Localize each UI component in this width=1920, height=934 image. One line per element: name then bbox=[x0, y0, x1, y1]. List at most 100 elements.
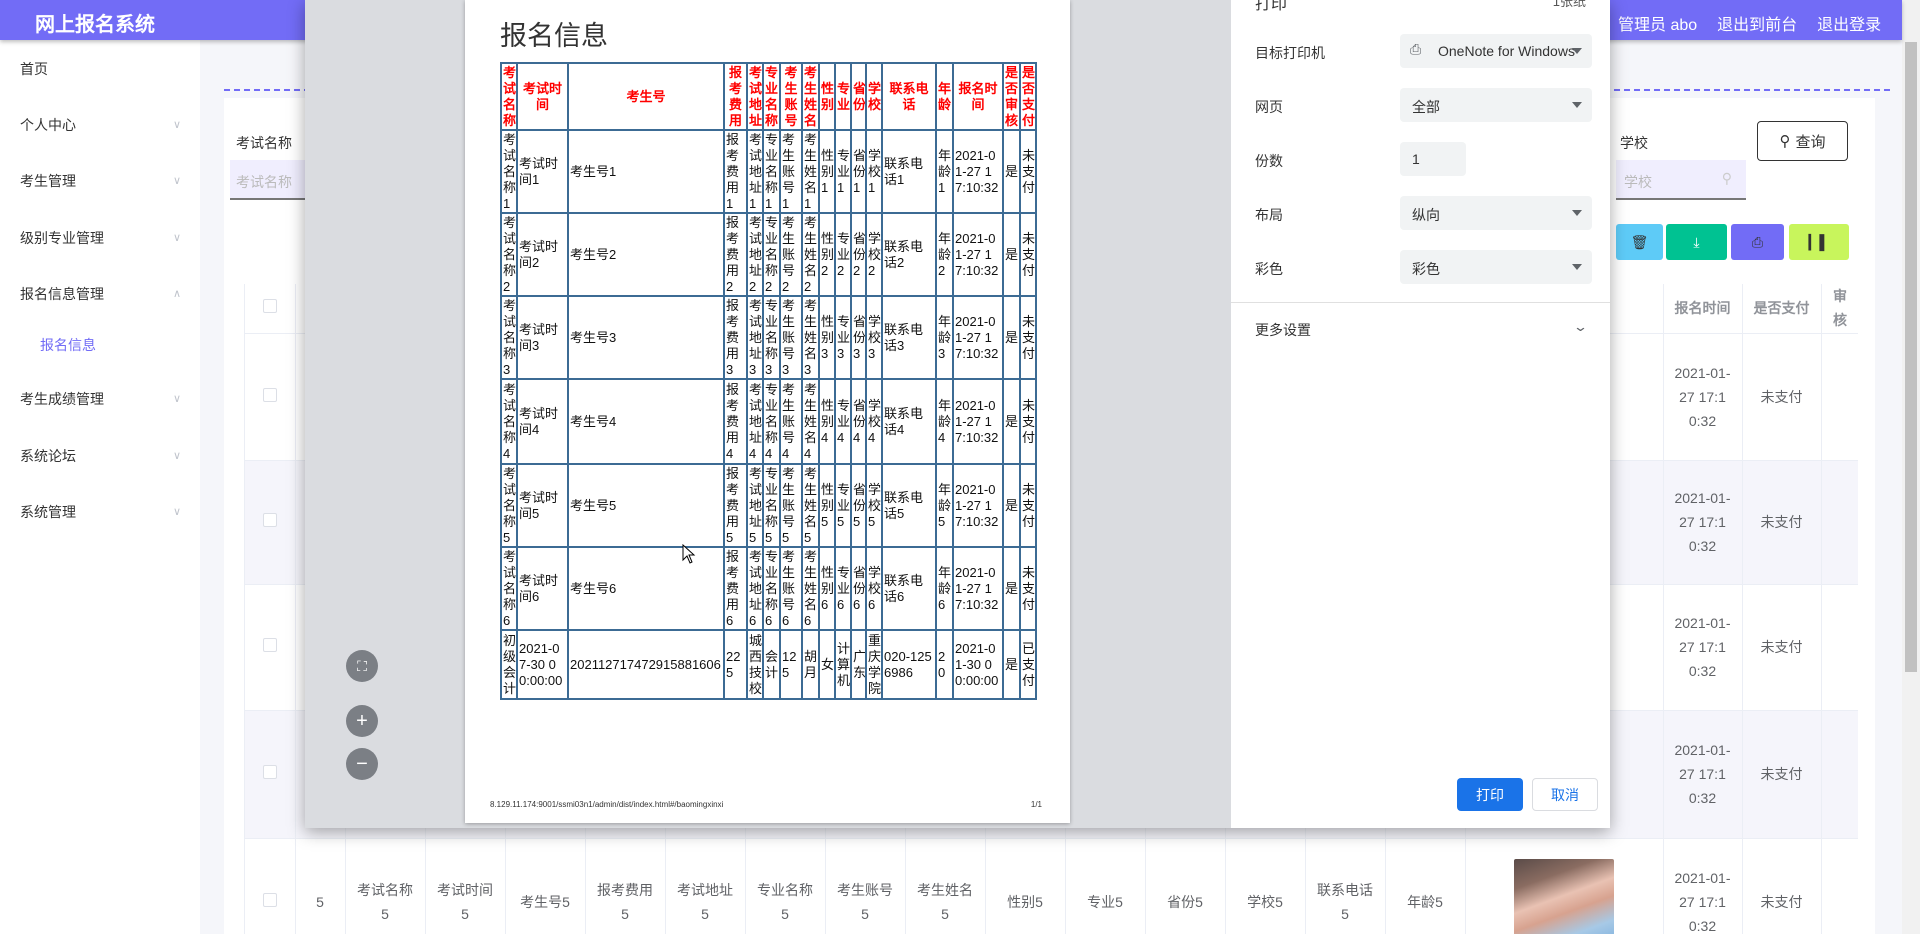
print-cell: 性别4 bbox=[818, 378, 836, 465]
dropdown-caret-icon bbox=[1572, 48, 1582, 54]
print-cell: 联系电话1 bbox=[881, 129, 937, 214]
sidebar-item[interactable]: 报名信息 bbox=[40, 333, 200, 357]
print-cell: 考试时间2 bbox=[516, 212, 569, 297]
column-header: 是否支付 bbox=[1742, 284, 1822, 334]
table-cell: 考生姓名5 bbox=[905, 838, 986, 934]
print-cell: 考试名称2 bbox=[500, 212, 518, 297]
printer-select[interactable]: ⎙ OneNote for Windows bbox=[1400, 34, 1592, 68]
print-dialog: 报名信息 考试名称考试时间考生号报考费用考试地址专业名称考生账号考生姓名性别专业… bbox=[305, 0, 1610, 828]
copies-input[interactable]: 1 bbox=[1400, 142, 1466, 176]
payment-status: 未支付 bbox=[1742, 460, 1822, 585]
print-cell: 考试时间5 bbox=[516, 463, 569, 548]
print-cell: 省份5 bbox=[850, 463, 867, 548]
row-checkbox[interactable] bbox=[262, 513, 277, 527]
zoom-in-button[interactable]: + bbox=[346, 705, 378, 737]
exam-name-input[interactable]: 考试名称 bbox=[230, 160, 305, 200]
print-column-header: 考试时间 bbox=[516, 62, 569, 131]
zoom-out-button[interactable]: − bbox=[346, 748, 378, 780]
sidebar-item[interactable]: 报名信息管理∧ bbox=[20, 282, 181, 306]
delete-button[interactable]: 🗑 bbox=[1616, 224, 1663, 260]
print-column-header: 考生姓名 bbox=[801, 62, 820, 131]
print-cell: 2021-01-27 17:10:32 bbox=[952, 129, 1004, 214]
print-cell: 学校6 bbox=[865, 546, 883, 631]
print-cell: 考生号1 bbox=[567, 129, 725, 214]
print-cell: 联系电话2 bbox=[881, 212, 937, 297]
print-cell: 考试地址6 bbox=[746, 546, 764, 631]
print-cell: 专业名称2 bbox=[762, 212, 781, 297]
print-cell: 考生账号1 bbox=[779, 129, 803, 214]
row-checkbox-cell[interactable] bbox=[245, 460, 296, 585]
print-cell: 考试地址5 bbox=[746, 463, 764, 548]
print-column-header: 专业名称 bbox=[762, 62, 781, 131]
print-cell: 未支付 bbox=[1019, 546, 1037, 631]
row-checkbox[interactable] bbox=[262, 892, 277, 907]
query-button[interactable]: ⚲ 查询 bbox=[1757, 121, 1848, 161]
print-cell: 年龄3 bbox=[935, 295, 954, 380]
fit-to-page-button[interactable]: ⛶ bbox=[346, 650, 378, 682]
row-checkbox-cell[interactable] bbox=[245, 584, 296, 711]
select-all-checkbox-cell[interactable] bbox=[245, 284, 296, 334]
cancel-button[interactable]: 取消 bbox=[1532, 778, 1598, 811]
scrollbar-thumb[interactable] bbox=[1905, 42, 1917, 672]
page-scrollbar[interactable] bbox=[1902, 0, 1920, 934]
row-checkbox[interactable] bbox=[262, 765, 277, 779]
table-cell: 考生账号5 bbox=[825, 838, 906, 934]
payment-status: 未支付 bbox=[1742, 710, 1822, 839]
download-button[interactable]: ⤓ bbox=[1666, 224, 1727, 260]
school-input[interactable]: 学校 ⚲ bbox=[1616, 160, 1746, 200]
print-cell: 未支付 bbox=[1019, 378, 1037, 465]
print-cell: 考试地址3 bbox=[746, 295, 764, 380]
select-all-checkbox[interactable] bbox=[262, 299, 277, 314]
printer-icon: ⎙ bbox=[1751, 233, 1764, 250]
dropdown-caret-icon bbox=[1572, 102, 1582, 108]
chart-button[interactable]: ▎▌ bbox=[1789, 224, 1849, 260]
print-cell: 考生姓名1 bbox=[801, 129, 820, 214]
layout-select[interactable]: 纵向 bbox=[1400, 196, 1592, 230]
print-cell: 城西技校 bbox=[746, 629, 764, 700]
print-cell: 考试地址4 bbox=[746, 378, 764, 465]
row-checkbox-cell[interactable] bbox=[245, 838, 296, 934]
more-settings-toggle[interactable]: 更多设置 ⌄ bbox=[1231, 312, 1610, 346]
sidebar-item-label: 级别专业管理 bbox=[20, 230, 104, 246]
sidebar-item[interactable]: 个人中心∨ bbox=[20, 113, 181, 137]
sidebar-item[interactable]: 系统管理∨ bbox=[20, 500, 181, 524]
chevron-down-icon: ∨ bbox=[172, 175, 181, 187]
sidebar-item[interactable]: 考生管理∨ bbox=[20, 169, 181, 193]
color-select[interactable]: 彩色 bbox=[1400, 250, 1592, 284]
print-cell: 重庆学院 bbox=[865, 629, 883, 700]
print-button[interactable]: ⎙ bbox=[1731, 224, 1784, 260]
row-checkbox[interactable] bbox=[262, 387, 277, 402]
pages-value: 全部 bbox=[1412, 99, 1440, 115]
payment-status: 未支付 bbox=[1742, 838, 1822, 934]
sidebar-item[interactable]: 级别专业管理∨ bbox=[20, 226, 181, 250]
color-value: 彩色 bbox=[1412, 261, 1440, 277]
printer-value: OneNote for Windows bbox=[1438, 43, 1575, 59]
print-cell: 20 bbox=[935, 629, 954, 700]
print-cell: 考生号3 bbox=[567, 295, 725, 380]
chevron-down-icon: ∨ bbox=[172, 450, 181, 462]
chevron-down-icon: ∨ bbox=[172, 506, 181, 518]
print-cell: 专业2 bbox=[834, 212, 852, 297]
row-checkbox-cell[interactable] bbox=[245, 710, 296, 839]
audit-cell bbox=[1821, 460, 1858, 585]
print-cell: 2021-07-30 00:00:00 bbox=[516, 629, 569, 700]
back-to-front-link[interactable]: 退出到前台 bbox=[1717, 17, 1798, 34]
print-cell: 省份6 bbox=[850, 546, 867, 631]
print-submit-button[interactable]: 打印 bbox=[1457, 778, 1523, 811]
logout-link[interactable]: 退出登录 bbox=[1817, 17, 1882, 34]
print-cell: 性别1 bbox=[818, 129, 836, 214]
print-cell: 专业6 bbox=[834, 546, 852, 631]
sidebar-item[interactable]: 考生成绩管理∨ bbox=[20, 387, 181, 411]
row-index: 5 bbox=[295, 838, 346, 934]
print-cell: 2021-01-30 00:00:00 bbox=[952, 629, 1004, 700]
sidebar-item[interactable]: 系统论坛 ∨ bbox=[20, 444, 181, 468]
pages-select[interactable]: 全部 bbox=[1400, 88, 1592, 122]
sidebar-item[interactable]: 首页 bbox=[20, 57, 180, 81]
sidebar-item-label: 系统论坛 bbox=[20, 448, 76, 464]
print-cell: 性别6 bbox=[818, 546, 836, 631]
row-checkbox[interactable] bbox=[262, 638, 277, 652]
table-cell: 报考费用5 bbox=[585, 838, 666, 934]
row-checkbox-cell[interactable] bbox=[245, 333, 296, 461]
search-icon: ⚲ bbox=[1721, 170, 1732, 186]
